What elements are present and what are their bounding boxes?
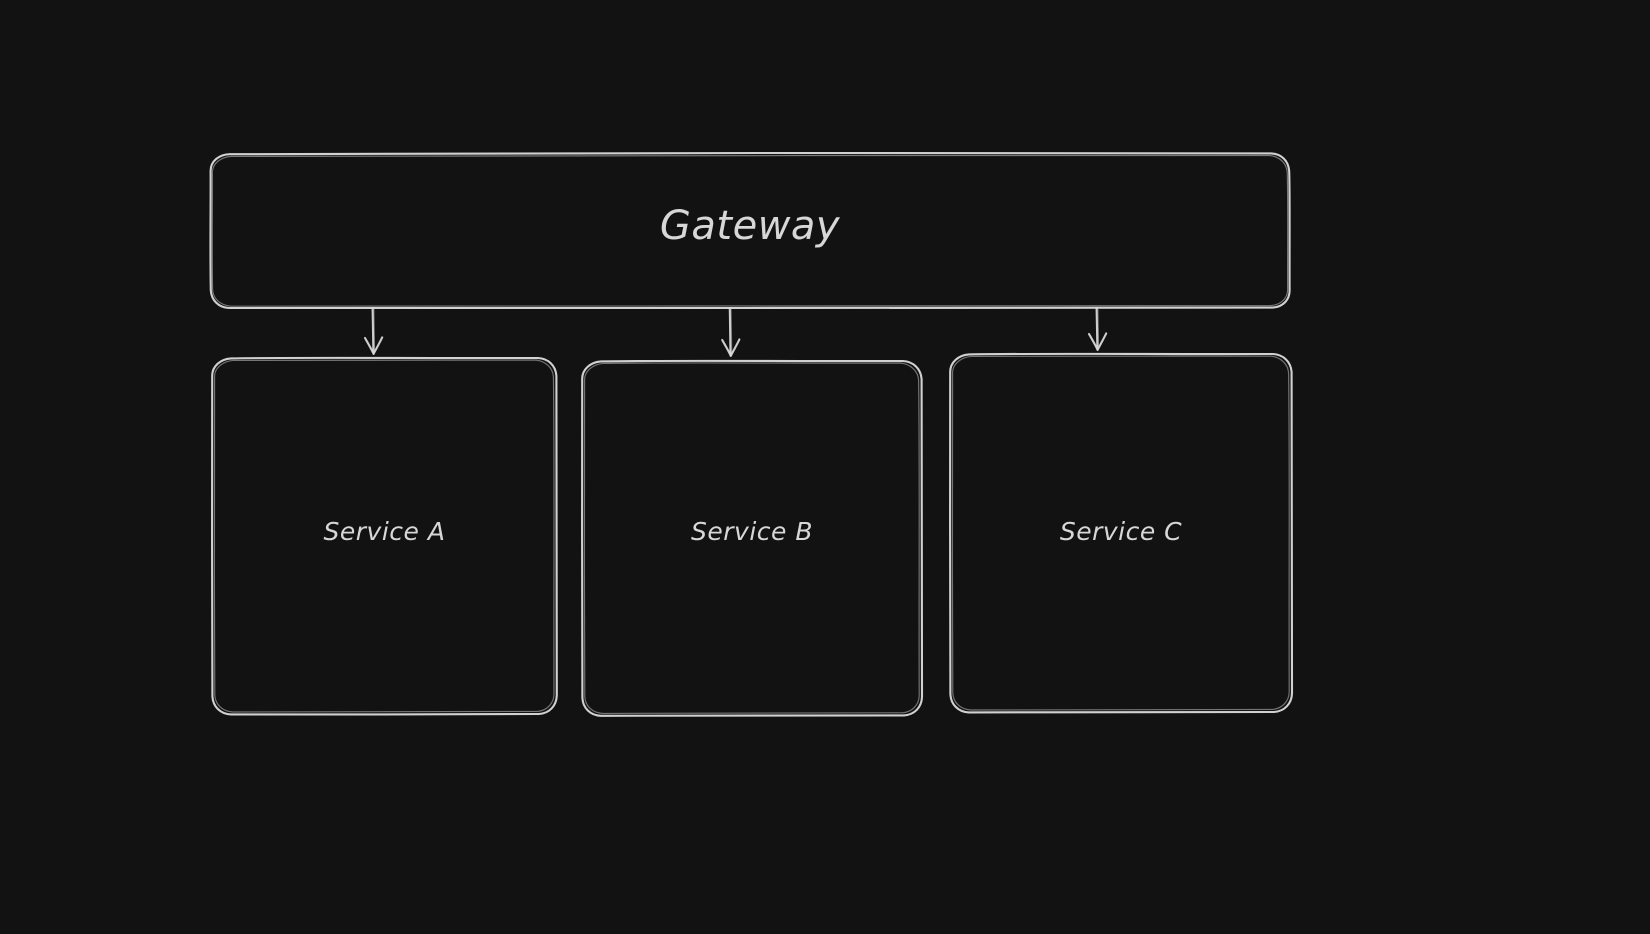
edge-gateway-service-b[interactable] [721, 307, 741, 357]
node-gateway-shape[interactable] [209, 151, 1291, 310]
node-service-c[interactable] [950, 353, 1292, 713]
node-service-b-label: Service B [691, 517, 813, 546]
node-service-a[interactable] [212, 357, 557, 715]
node-service-b[interactable] [582, 360, 922, 716]
node-service-c-label: Service C [1059, 517, 1183, 546]
node-service-a-label: Service A [323, 517, 446, 546]
node-service-c-shape[interactable] [948, 352, 1294, 714]
node-service-b-shape[interactable] [580, 359, 924, 717]
edge-gateway-service-a[interactable] [363, 307, 384, 355]
node-service-a-shape[interactable] [210, 356, 558, 716]
edge-gateway-service-c[interactable] [1087, 307, 1108, 351]
node-gateway[interactable] [210, 153, 1290, 308]
node-gateway-label: Gateway [659, 203, 841, 249]
